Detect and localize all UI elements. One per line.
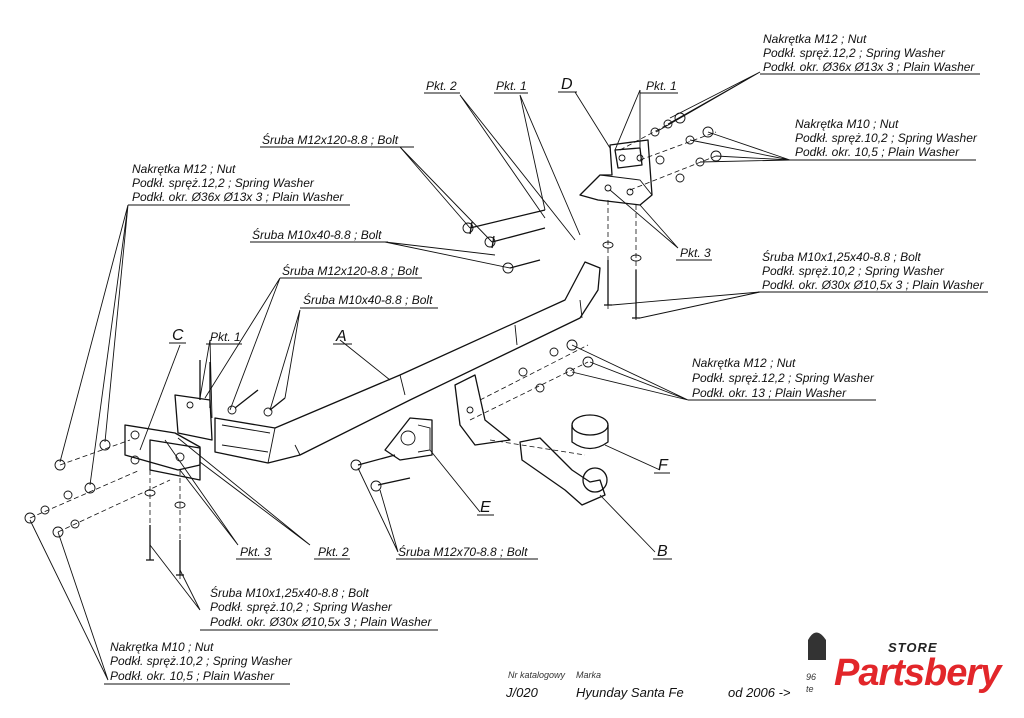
svg-text:Podkł. spręż.12,2 ; Spring Was: Podkł. spręż.12,2 ; Spring Washer [132,176,315,190]
svg-text:96: 96 [806,672,816,682]
svg-text:Pkt. 3: Pkt. 3 [680,246,711,260]
svg-text:Pkt. 1: Pkt. 1 [210,330,241,344]
fasteners [24,112,722,580]
svg-text:Podkł. okr. Ø30x Ø10,5x 3 ; P: Podkł. okr. Ø30x Ø10,5x 3 ; Plain Washer [210,615,432,629]
logo-name-text: Partsbery [834,652,1001,694]
label-bolt-m10x125-bottom: Śruba M10x1,25x40-8.8 ; Bolt Podkł. sprę… [200,585,438,631]
label-nut-m12-top-right: Nakrętka M12 ; Nut Podkł. spręż.12,2 ; S… [760,32,980,75]
label-bolt-m10x40-top: Śruba M10x40-8.8 ; Bolt [250,227,388,243]
svg-text:Nakrętka M12 ; Nut: Nakrętka M12 ; Nut [132,162,236,176]
svg-text:Nakrętka M10 ; Nut: Nakrętka M10 ; Nut [795,117,899,131]
svg-text:Nakrętka M12 ; Nut: Nakrętka M12 ; Nut [763,32,867,46]
svg-text:Podkł. okr. 10,5 ; Plain Washe: Podkł. okr. 10,5 ; Plain Washer [110,669,275,683]
svg-text:Podkł. okr. Ø36x Ø13x 3 ; Pla: Podkł. okr. Ø36x Ø13x 3 ; Plain Washer [132,190,344,204]
svg-text:Pkt. 1: Pkt. 1 [496,79,527,93]
svg-text:Podkł. spręż.10,2 ; Spring Was: Podkł. spręż.10,2 ; Spring Washer [795,131,978,145]
svg-text:Pkt. 1: Pkt. 1 [646,79,677,93]
part-b-ball-bar [489,437,608,506]
svg-text:Nakrętka M12 ; Nut: Nakrętka M12 ; Nut [692,356,796,370]
svg-text:Pkt. 2: Pkt. 2 [318,545,349,559]
svg-text:od 2006 ->: od 2006 -> [728,685,791,700]
label-nut-m12-left: Nakrętka M12 ; Nut Podkł. spręż.12,2 ; S… [128,162,350,206]
svg-text:C: C [172,327,184,344]
svg-text:F: F [658,457,669,474]
partial-icon [808,632,826,660]
part-central-plate [454,374,511,446]
svg-text:J/020: J/020 [505,685,539,700]
svg-text:Śruba M10x40-8.8 ; Bolt: Śruba M10x40-8.8 ; Bolt [252,227,382,242]
svg-text:B: B [657,543,668,560]
part-c-left-bracket [124,394,213,481]
svg-text:Śruba M10x40-8.8 ; Bolt: Śruba M10x40-8.8 ; Bolt [303,292,433,307]
label-bolt-m12x120-mid: Śruba M12x120-8.8 ; Bolt [280,263,422,279]
part-f-ball-cap [571,414,609,450]
svg-text:Nr katalogowy: Nr katalogowy [508,670,566,680]
label-nut-m10-top-right: Nakrętka M10 ; Nut Podkł. spręż.10,2 ; S… [790,117,978,161]
label-bolt-m10x125-right: Śruba M10x1,25x40-8.8 ; Bolt Podkł. sprę… [760,249,988,293]
part-a-cross-beam [214,261,601,464]
svg-text:te: te [806,684,814,694]
pkt-labels: Pkt. 2 Pkt. 1 Pkt. 1 Pkt. 3 Pkt. 1 Pkt. … [206,79,712,560]
svg-text:Śruba M12x120-8.8 ; Bolt: Śruba M12x120-8.8 ; Bolt [282,263,419,278]
svg-text:Hyunday Santa Fe: Hyunday Santa Fe [576,685,684,700]
svg-text:Podkł. spręż.12,2 ; Spring Was: Podkł. spręż.12,2 ; Spring Washer [692,371,875,385]
svg-text:Podkł. okr. Ø30x Ø10,5x 3 ; P: Podkł. okr. Ø30x Ø10,5x 3 ; Plain Washer [762,278,984,292]
svg-text:Podkł. okr. 13 ; Plain Washer: Podkł. okr. 13 ; Plain Washer [692,386,847,400]
part-d-right-bracket [579,139,653,206]
partsbery-logo: STORE Partsbery [812,628,1012,708]
svg-text:Nakrętka M10 ; Nut: Nakrętka M10 ; Nut [110,640,214,654]
svg-text:Śruba M10x1,25x40-8.8 ; Bolt: Śruba M10x1,25x40-8.8 ; Bolt [762,249,921,264]
svg-text:Podkł. okr. Ø36x Ø13x 3 ; Pla: Podkł. okr. Ø36x Ø13x 3 ; Plain Washer [763,60,975,74]
svg-text:Podkł. spręż.10,2 ; Spring Was: Podkł. spręż.10,2 ; Spring Washer [210,600,393,614]
footer-info: Nr katalogowy Marka J/020 Hyunday Santa … [505,670,816,700]
svg-text:Pkt. 2: Pkt. 2 [426,79,457,93]
logo-store-text: STORE [888,640,938,655]
label-bolt-m10x40-mid: Śruba M10x40-8.8 ; Bolt [300,292,438,309]
svg-text:Podkł. spręż.12,2 ; Spring Was: Podkł. spręż.12,2 ; Spring Washer [763,46,946,60]
label-nut-m12-mid-right: Nakrętka M12 ; Nut Podkł. spręż.12,2 ; S… [688,356,876,401]
leader-lines [29,71,791,681]
label-nut-m10-bottom: Nakrętka M10 ; Nut Podkł. spręż.10,2 ; S… [104,640,293,685]
label-bolt-m12x120-top: Śruba M12x120-8.8 ; Bolt [260,132,414,148]
label-bolt-m12x70: Śruba M12x70-8.8 ; Bolt [396,544,538,560]
svg-text:A: A [335,328,347,345]
svg-text:Śruba M12x120-8.8 ; Bolt: Śruba M12x120-8.8 ; Bolt [262,132,399,147]
svg-text:Pkt. 3: Pkt. 3 [240,545,271,559]
part-letters: A B C D E F [169,76,672,560]
svg-text:Podkł. spręż.10,2 ; Spring Was: Podkł. spręż.10,2 ; Spring Washer [762,264,945,278]
svg-text:Śruba M12x70-8.8 ; Bolt: Śruba M12x70-8.8 ; Bolt [398,544,528,559]
svg-text:D: D [561,76,573,93]
part-e-socket-plate [384,417,433,461]
svg-text:E: E [480,499,491,516]
svg-text:Podkł. okr. 10,5 ; Plain Washe: Podkł. okr. 10,5 ; Plain Washer [795,145,960,159]
svg-text:Śruba M10x1,25x40-8.8 ; Bolt: Śruba M10x1,25x40-8.8 ; Bolt [210,585,369,600]
svg-text:Marka: Marka [576,670,601,680]
svg-text:Podkł. spręż.10,2 ; Spring Was: Podkł. spręż.10,2 ; Spring Washer [110,654,293,668]
